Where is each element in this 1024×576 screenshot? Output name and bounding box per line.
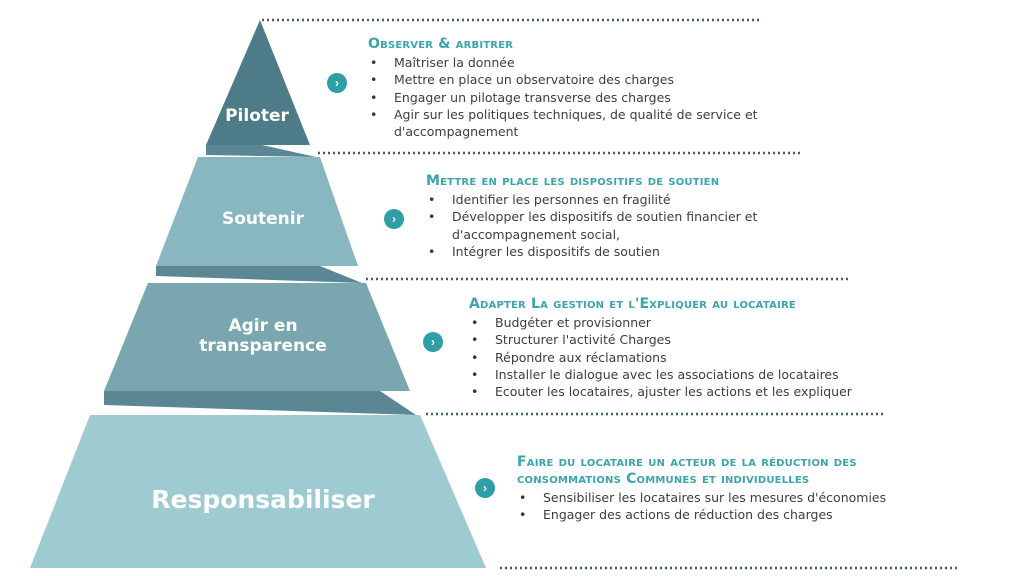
list-item: Agir sur les politiques techniques, de q… [370, 106, 788, 141]
chevron-right-icon[interactable]: › [475, 478, 495, 498]
list-item: Engager des actions de réduction des cha… [519, 506, 917, 524]
tier-piloter-shape [206, 20, 310, 145]
tier-label-responsabiliser: Responsabiliser [151, 485, 375, 514]
section-title: Mettre en place les dispositifs de souti… [426, 173, 720, 189]
tier-shadow [104, 391, 416, 415]
list-item: Mettre en place un observatoire des char… [370, 71, 788, 89]
tier-responsabiliser-shape [30, 415, 486, 568]
chevron-right-icon[interactable]: › [327, 73, 347, 93]
tier-agir-shape [104, 283, 410, 391]
section-title: Faire du locataire un acteur de la réduc… [517, 454, 857, 487]
list-item: Maîtriser la donnée [370, 54, 788, 72]
section-observer: Observer & arbitrer Maîtriser la donnée … [368, 36, 788, 140]
tier-shadow [156, 266, 362, 283]
list-item: Structurer l'activité Charges [471, 331, 889, 349]
tier-shadow [206, 145, 316, 157]
section-soutien: Mettre en place les dispositifs de souti… [426, 173, 798, 260]
chevron-right-icon[interactable]: › [384, 209, 404, 229]
tier-label-piloter: Piloter [225, 106, 289, 126]
list-item: Ecouter les locataires, ajuster les acti… [471, 383, 889, 401]
tier-label-agir: Agir en transparence [199, 316, 327, 357]
list-item: Identifier les personnes en fragilité [428, 191, 798, 209]
tier-soutenir-shape [156, 157, 358, 266]
tier-label-soutenir: Soutenir [222, 209, 304, 229]
section-locataire: Faire du locataire un acteur de la réduc… [517, 454, 917, 524]
list-item: Engager un pilotage transverse des charg… [370, 89, 788, 107]
bullet-list: Identifier les personnes en fragilité Dé… [426, 191, 798, 260]
list-item: Intégrer les dispositifs de soutien [428, 243, 798, 261]
list-item: Développer les dispositifs de soutien fi… [428, 208, 798, 243]
bullet-list: Sensibiliser les locataires sur les mesu… [517, 489, 917, 524]
section-title: Observer & arbitrer [368, 36, 514, 52]
list-item: Installer le dialogue avec les associati… [471, 366, 889, 384]
chevron-right-icon[interactable]: › [423, 332, 443, 352]
list-item: Répondre aux réclamations [471, 349, 889, 367]
list-item: Budgéter et provisionner [471, 314, 889, 332]
bullet-list: Budgéter et provisionner Structurer l'ac… [469, 314, 889, 401]
bullet-list: Maîtriser la donnée Mettre en place un o… [368, 54, 788, 140]
section-gestion: Adapter La gestion et l'Expliquer au loc… [469, 296, 889, 401]
section-title: Adapter La gestion et l'Expliquer au loc… [469, 296, 796, 312]
list-item: Sensibiliser les locataires sur les mesu… [519, 489, 917, 507]
